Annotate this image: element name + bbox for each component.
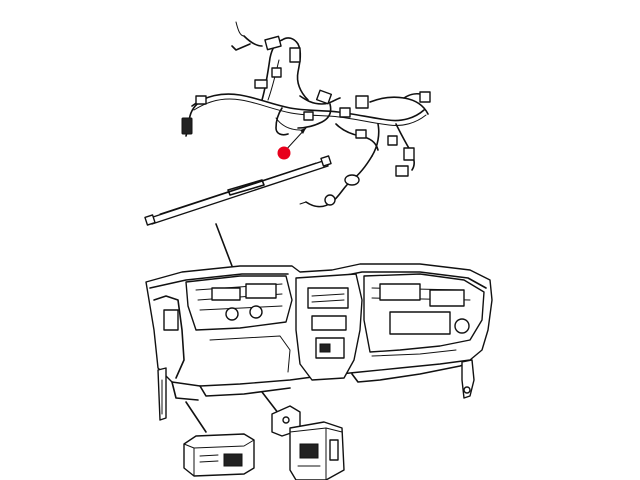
callout-marker[interactable] [277, 146, 291, 160]
electronic-module[interactable] [183, 433, 255, 477]
wiring-harness[interactable] [181, 21, 431, 208]
mounting-bracket[interactable] [271, 405, 345, 480]
module-leader [185, 401, 207, 433]
cross-rod[interactable] [144, 155, 332, 226]
assembly-leader [215, 223, 233, 267]
instrument-panel[interactable] [145, 263, 493, 421]
